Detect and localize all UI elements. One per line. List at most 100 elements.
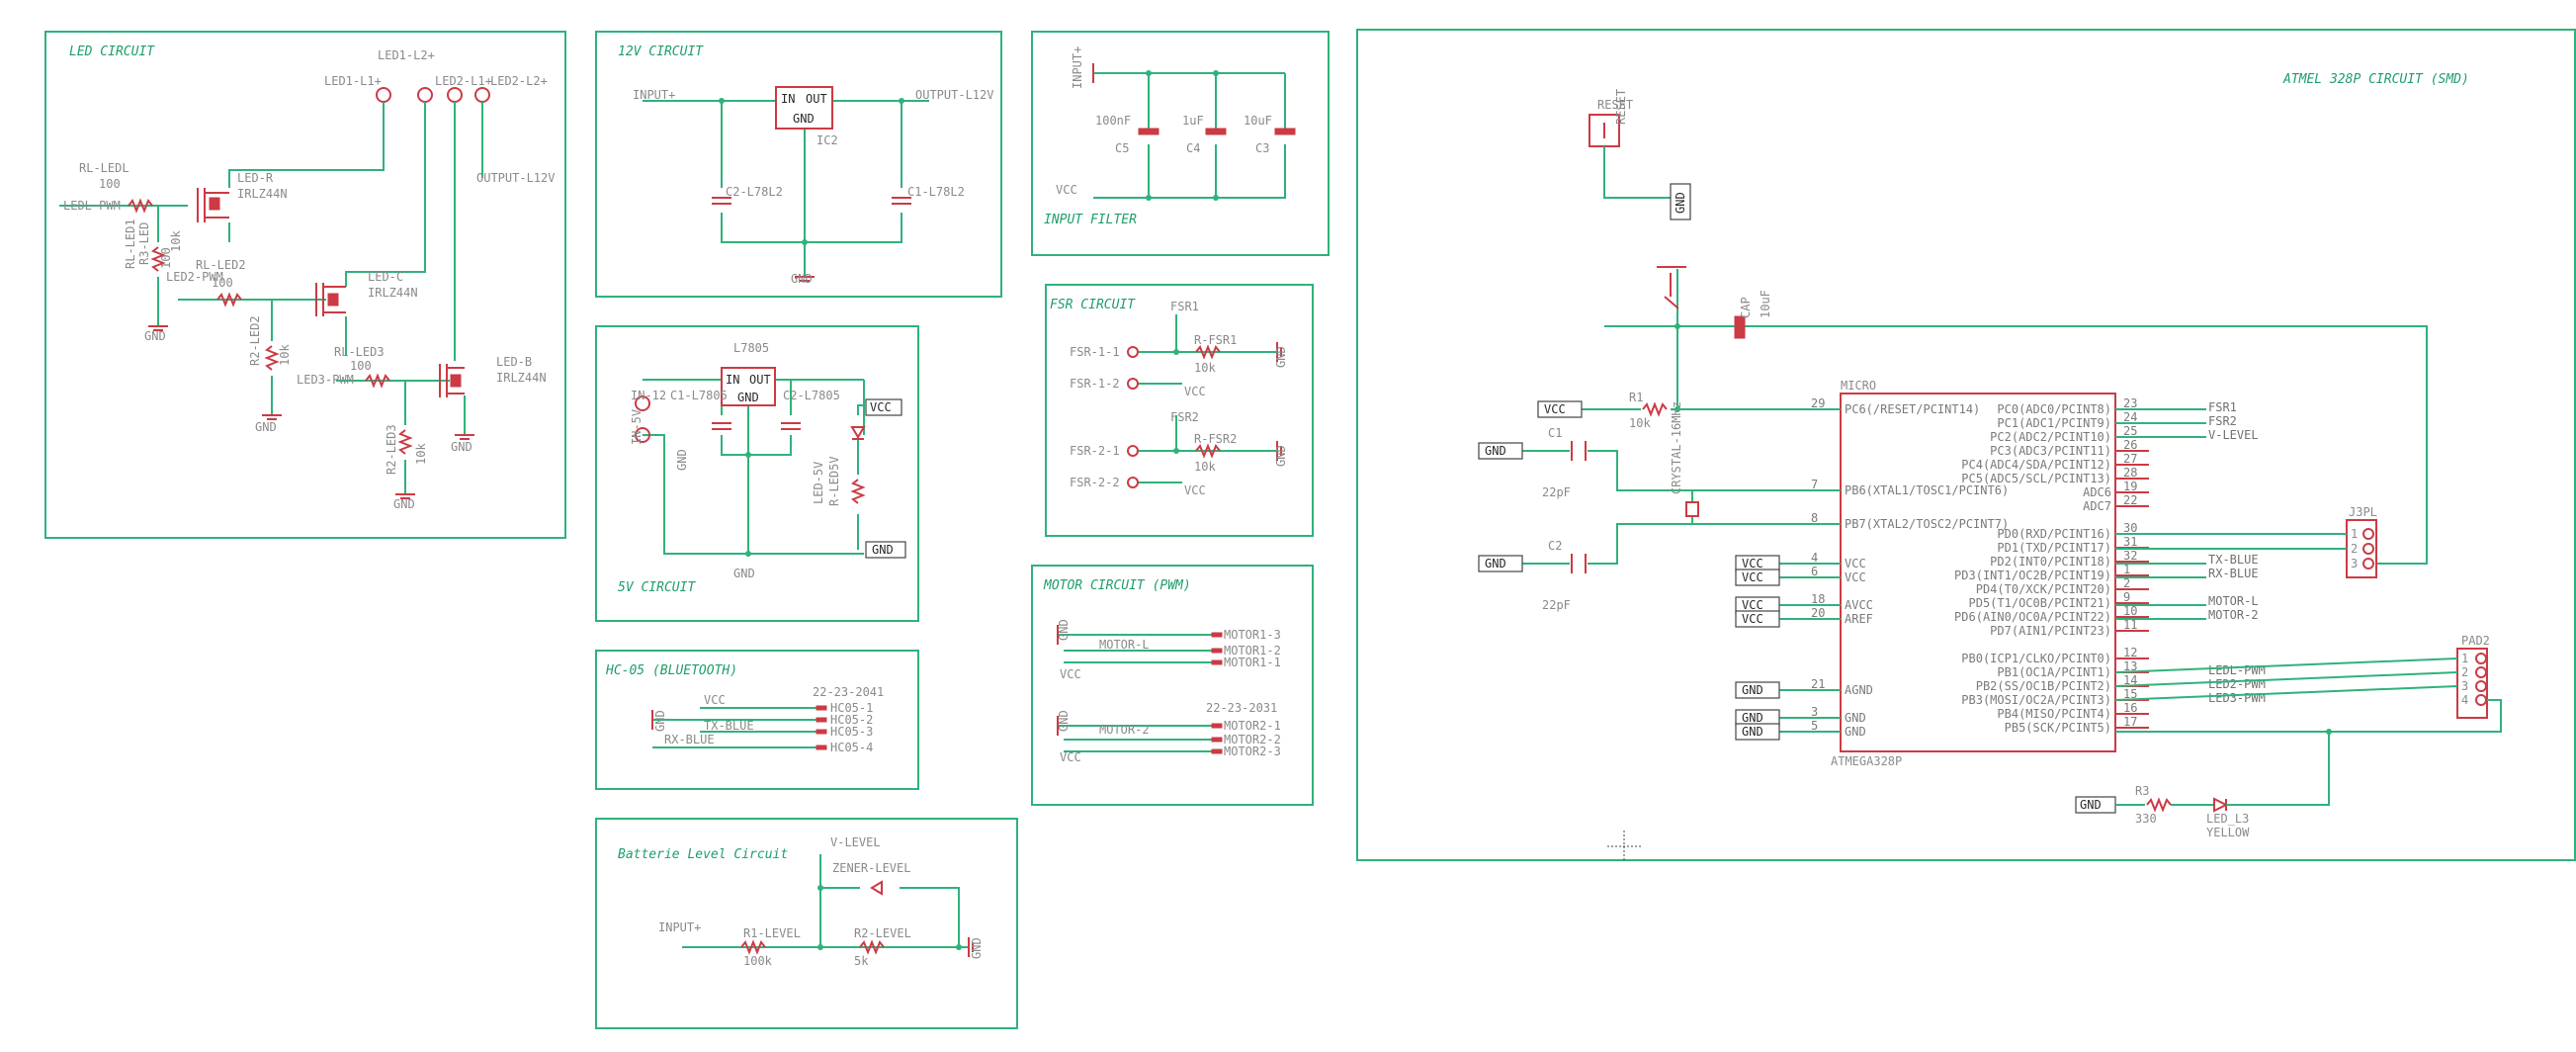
- chip-right-pin-number: 1: [2123, 563, 2130, 576]
- regulator-l78l12[interactable]: [775, 86, 833, 130]
- chip-right-pin-number: 17: [2123, 715, 2137, 729]
- regulator-l7805[interactable]: [721, 367, 776, 406]
- atmel-label-16: VCC: [1742, 557, 1763, 570]
- filter-label-8: VCC: [1056, 183, 1077, 197]
- fsr-circuit-frame: [1045, 284, 1314, 537]
- chip-net-label: FSR1: [2208, 400, 2237, 414]
- chip-right-pin-name: PD2(INT0/PCINT18): [1990, 555, 2111, 569]
- motor-circuit: MOTOR-L MOTOR1-3 MOTOR1-2 MOTOR1-1 VCC G…: [1057, 619, 1281, 764]
- led-circuit: LED1-L1+ LED1-L2+ LED2-L1+ LED2-L2+ OUTP…: [59, 48, 555, 511]
- pad-led2-l2[interactable]: [474, 87, 490, 103]
- v5-label-14: GND: [733, 567, 755, 580]
- net-vcc-pin20: [1735, 610, 1780, 628]
- v5-label-3: OUT: [749, 373, 771, 387]
- fsr-label-3: R-FSR1: [1194, 333, 1237, 347]
- chip-left-pin-number: 8: [1811, 511, 1818, 525]
- net-vcc-reset: [1537, 400, 1583, 418]
- motor-label-13: GND: [1057, 710, 1071, 732]
- chip-right-pin-name: PB5(SCK/PCINT5): [2005, 721, 2111, 735]
- hc05-label-5: HC05-3: [830, 725, 873, 739]
- v5-label-4: GND: [737, 391, 759, 404]
- fsr-label-9: FSR-2-1: [1070, 444, 1120, 458]
- pad-in-12[interactable]: [635, 395, 650, 411]
- battery-frame: [595, 818, 1018, 1029]
- led-label-4: LED2-L2+: [490, 74, 548, 88]
- chip-net-label: LED2-PWM: [2208, 677, 2266, 691]
- battery-label-1: V-LEVEL: [830, 835, 881, 849]
- fsr-label-13: VCC: [1184, 483, 1206, 497]
- pad-fsr-2-1[interactable]: [1127, 445, 1139, 457]
- chip-right-pin-name: PC0(ADC0/PCINT8): [1997, 402, 2111, 416]
- net-gnd-reset: [1670, 183, 1691, 220]
- led-label-12: IRLZ44N: [237, 187, 288, 201]
- chip-net-label: RX-BLUE: [2208, 567, 2259, 580]
- pad-led1-l1[interactable]: [376, 87, 391, 103]
- battery-title: Batterie Level Circuit: [618, 847, 788, 862]
- fsr-label-8: FSR2: [1170, 410, 1199, 424]
- pad-led2-l1[interactable]: [447, 87, 463, 103]
- atmel-label-4: VCC: [1544, 402, 1566, 416]
- motor-circuit-frame: [1031, 565, 1314, 806]
- chip-right-pin-number: 9: [2123, 590, 2130, 604]
- chip-right-pin-name: PD6(AIN0/OC0A/PCINT22): [1954, 610, 2111, 624]
- led-label-20: 100: [350, 359, 372, 373]
- led-label-6: RL-LEDL: [79, 161, 129, 175]
- chip-right-pin-number: 30: [2123, 521, 2137, 535]
- chip-right-pin-name: PC3(ADC3/PCINT11): [1990, 444, 2111, 458]
- pad2-header[interactable]: [2456, 648, 2488, 719]
- atmel-label-5: R1: [1629, 391, 1643, 404]
- net-gnd-5v: [865, 541, 906, 559]
- chip-right-pin-name: PC5(ADC5/SCL/PCINT13): [1961, 472, 2111, 485]
- led-label-18: RL-LED3: [334, 345, 385, 359]
- chip-left-pin-name: PC6(/RESET/PCINT14): [1845, 402, 1980, 416]
- crosshair-cursor-icon: [1607, 831, 1641, 862]
- pad-led1-l2[interactable]: [417, 87, 433, 103]
- pad-fsr-2-2[interactable]: [1127, 477, 1139, 488]
- chip-left-pin-name: GND: [1845, 711, 1866, 725]
- led-label-32: GND: [451, 440, 472, 454]
- chip-right-pin-number: 28: [2123, 466, 2137, 480]
- pad-fsr-1-1[interactable]: [1127, 346, 1139, 358]
- pad-in-5v[interactable]: [635, 427, 650, 443]
- fsr-label-6: VCC: [1184, 385, 1206, 398]
- fsr-label-2: FSR-1-1: [1070, 345, 1120, 359]
- v12-label-1: INPUT+: [633, 88, 675, 102]
- chip-right-pin-number: 24: [2123, 410, 2137, 424]
- v5-label-10: GND: [675, 449, 689, 471]
- led-label-19: LED3-PWM: [297, 373, 354, 387]
- atmel-label-2: RESET: [1614, 89, 1628, 125]
- fsr-label-14: GND: [1274, 445, 1288, 467]
- chip-right-pin-number: 13: [2123, 659, 2137, 673]
- atmel-label-1: RESET: [1597, 98, 1633, 112]
- atmega328p-chip[interactable]: [1840, 393, 2116, 752]
- v5-label-6: C2-L7805: [783, 389, 840, 402]
- atmel-title: ATMEL 328P CIRCUIT (SMD): [2282, 72, 2469, 87]
- net-gnd-pin5: [1735, 723, 1780, 741]
- atmel-label-27: 3: [2351, 557, 2358, 570]
- fsr-label-10: R-FSR2: [1194, 432, 1237, 446]
- chip-right-pin-name: PD1(TXD/PCINT17): [1997, 541, 2111, 555]
- v5-label-13: GND: [872, 543, 894, 557]
- atmel-label-12: CAP: [1739, 297, 1753, 318]
- chip-left-pin-number: 29: [1811, 396, 1825, 410]
- net-vcc-5v: [865, 398, 902, 416]
- chip-left-pin-number: 18: [1811, 592, 1825, 606]
- atmel-label-19: VCC: [1742, 612, 1763, 626]
- chip-right-pin-name: PD3(INT1/OC2B/PCINT19): [1954, 569, 2111, 582]
- atmel-label-10: 22pF: [1542, 598, 1571, 612]
- chip-right-pin-number: 11: [2123, 618, 2137, 632]
- pad-fsr-1-2[interactable]: [1127, 378, 1139, 390]
- v5-circuit-frame: [595, 325, 919, 622]
- atmel-label-30: 3: [2461, 679, 2468, 693]
- net-gnd-c2: [1478, 555, 1523, 572]
- crystal-16mhz[interactable]: [1685, 501, 1699, 517]
- input-filter-title: INPUT FILTER: [1044, 213, 1137, 227]
- battery-label-7: 5k: [854, 954, 869, 968]
- chip-left-pin-number: 5: [1811, 719, 1818, 733]
- chip-name: MICRO: [1841, 379, 1876, 393]
- chip-right-pin-name: PC1(ADC1/PCINT9): [1997, 416, 2111, 430]
- atmel-label-3: GND: [1674, 192, 1687, 214]
- v5-label-1: L7805: [733, 341, 769, 355]
